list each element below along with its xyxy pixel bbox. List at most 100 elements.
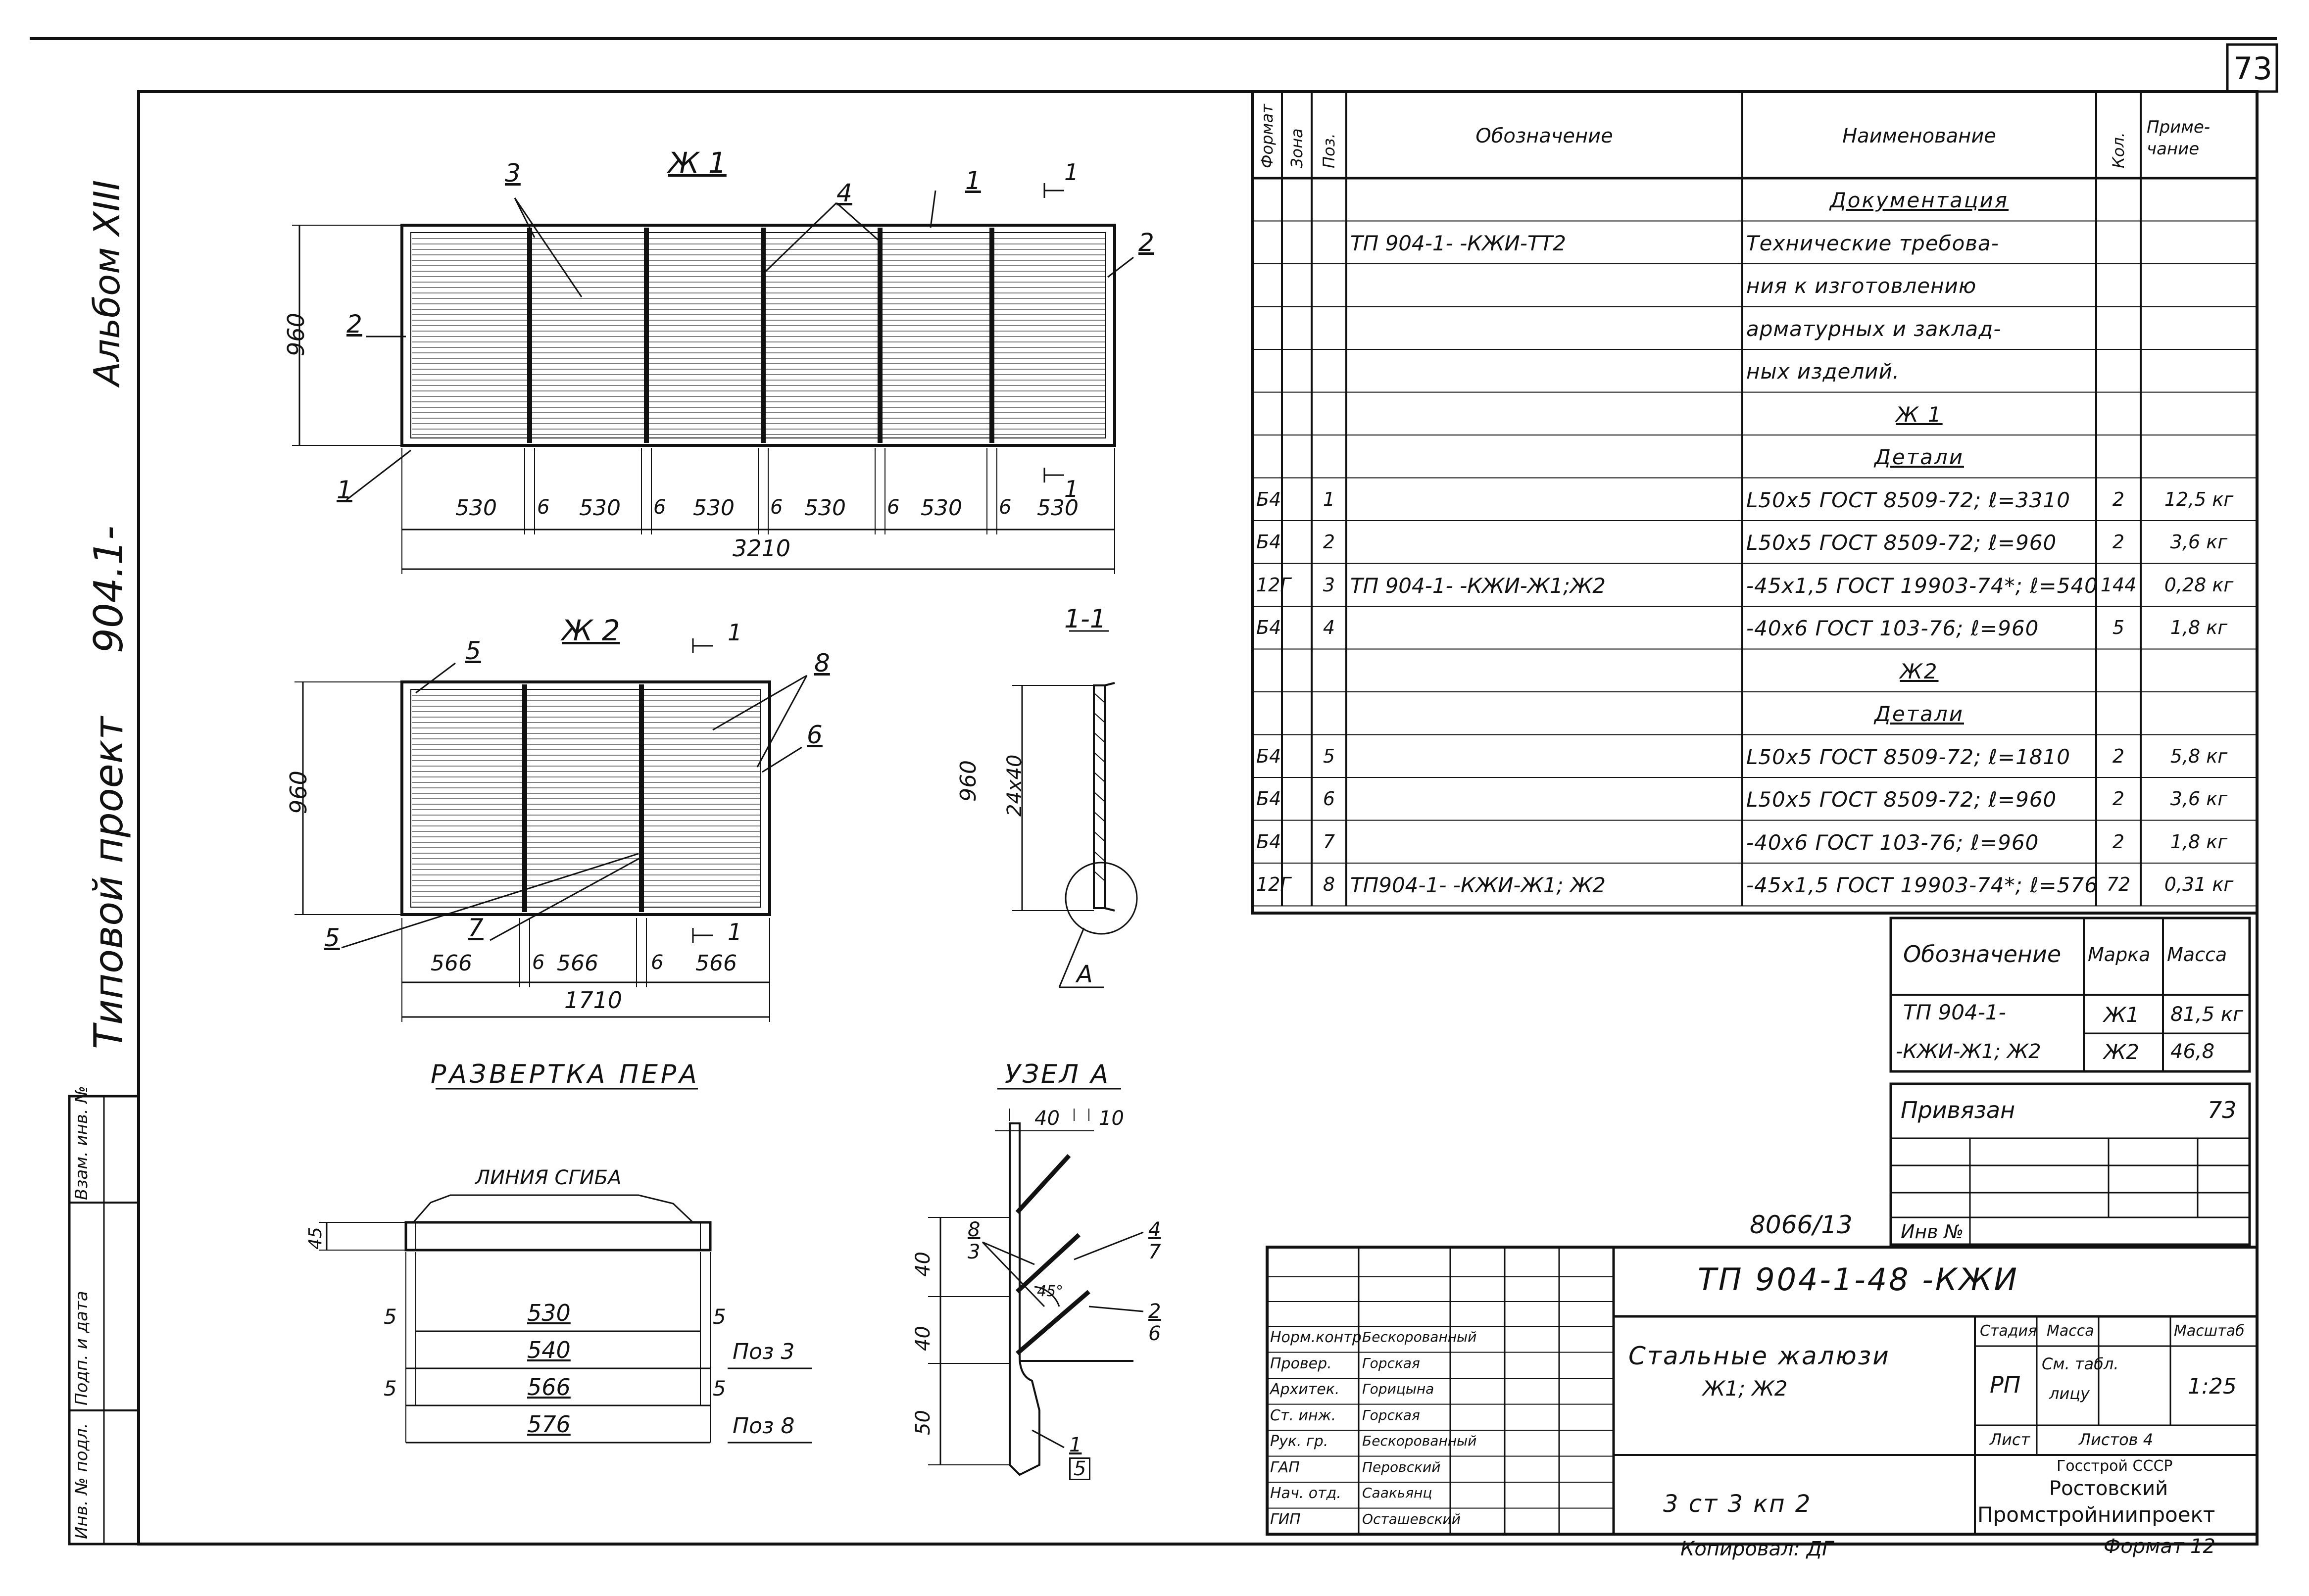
zh1-gap-4: 6: [887, 496, 900, 519]
tb-staff-name: Горская: [1362, 1406, 1420, 1423]
tb-org-line2: Ростовский: [2049, 1477, 2168, 1500]
uzel-callout-4: 4: [1148, 1218, 1161, 1241]
spec-cell-name: ния к изготовлению: [1746, 274, 1977, 298]
spec-cell-kol: 2: [2112, 830, 2125, 853]
zh1-gap-3: 6: [770, 496, 783, 519]
zh2-total: 1710: [564, 987, 623, 1014]
spec-cell-kol: 2: [2112, 531, 2125, 553]
mark-zh2-mass: 46,8: [2170, 1040, 2215, 1063]
spec-cell-name: Документация: [1829, 188, 2009, 212]
tb-staff-name: Горская: [1362, 1354, 1420, 1371]
spec-cell-pos: 4: [1323, 617, 1335, 638]
spec-cell-kol: 2: [2112, 788, 2125, 810]
zh2-title: Ж 2: [562, 614, 620, 647]
project-number-vertical: 904.1-: [86, 526, 132, 653]
tb-masshtab: 1:25: [2188, 1374, 2237, 1399]
zh1-view: [292, 183, 1134, 574]
zh1-span-6: 530: [1037, 495, 1079, 521]
mark-oboz-line2: -КЖИ-Ж1; Ж2: [1896, 1040, 2041, 1063]
spec-cell-name: -40x6 ГОСТ 103-76; ℓ=960: [1746, 616, 2039, 640]
spec-cell-pos: 8: [1323, 873, 1335, 895]
stamp-podp-data: Подп. и дата: [72, 1291, 92, 1405]
mark-zh1: Ж1: [2104, 1003, 2139, 1027]
tb-staff-name: Перовский: [1362, 1458, 1441, 1475]
tb-massa2: лицу: [2049, 1384, 2090, 1403]
zh2-span-2: 566: [557, 951, 598, 976]
spec-cell-fmt: Б4: [1256, 788, 1281, 810]
zh1-callout-2b: 2: [346, 310, 362, 339]
zh2-gap-2: 6: [651, 951, 664, 974]
zh1-callout-3: 3: [505, 159, 521, 188]
tb-staff-role: Ст. инж.: [1270, 1406, 1336, 1424]
mark-header-marka: Марка: [2088, 944, 2151, 966]
uzel-callout-7: 7: [1148, 1241, 1161, 1263]
spec-cell-prim: 12,5 кг: [2164, 488, 2234, 510]
spec-cell-prim: 0,28 кг: [2164, 574, 2234, 596]
zh1-total: 3210: [733, 535, 791, 562]
razvertka-side-1: 5: [384, 1305, 397, 1329]
uzel-callout-3: 3: [968, 1241, 981, 1263]
copied-label: Копировал: ДГ: [1680, 1538, 1833, 1560]
zh1-callout-2a: 2: [1138, 228, 1154, 257]
tb-staff-role: Архитек.: [1270, 1381, 1340, 1398]
uzel-dim-10-top: 10: [1099, 1107, 1124, 1130]
spec-cell-name: Детали: [1874, 702, 1964, 726]
spec-cell-name: L50x5 ГОСТ 8509-72; ℓ=960: [1746, 787, 2057, 812]
privyazan-inv: Инв №: [1901, 1221, 1964, 1243]
tb-staff-name: Бескорованный: [1362, 1433, 1477, 1449]
tb-listov-label: Листов 4: [2079, 1430, 2154, 1449]
spec-cell-fmt: 12Г: [1256, 574, 1291, 596]
spec-cell-name: L50x5 ГОСТ 8509-72; ℓ=960: [1746, 531, 2057, 555]
spec-cell-prim: 1,8 кг: [2170, 830, 2228, 853]
uzel-callout-1: 1: [1069, 1434, 1082, 1456]
spec-cell-name: L50x5 ГОСТ 8509-72; ℓ=3310: [1746, 487, 2070, 512]
tb-staff-role: Норм.контр.: [1270, 1329, 1367, 1346]
spec-cell-pos: 6: [1323, 788, 1335, 810]
tb-staff-role: Рук. гр.: [1270, 1433, 1328, 1450]
razvertka-side-2: 5: [713, 1305, 726, 1329]
razvertka-len-530: 530: [527, 1300, 571, 1326]
uzel-callout-8: 8: [968, 1218, 981, 1241]
zh2-height-dim: 960: [285, 771, 312, 814]
tb-list-label: Лист: [1990, 1430, 2030, 1449]
zh2-callout-5a: 5: [465, 636, 481, 665]
spec-cell-name: -45x1,5 ГОСТ 19903-74*; ℓ=540: [1746, 573, 2098, 598]
tb-staff-name: Горицына: [1362, 1381, 1434, 1397]
razvertka-bend-dim: 45: [305, 1227, 326, 1250]
tb-sheet-text: 3 ст 3 кп 2: [1663, 1490, 1812, 1518]
spec-cell-oboz: ТП 904-1- -КЖИ-Ж1;Ж2: [1350, 573, 1606, 598]
spec-cell-name: Технические требова-: [1746, 231, 1999, 255]
tb-staff-name: Осташевский: [1362, 1510, 1461, 1527]
tb-org-line3: Промстройниипроект: [1977, 1502, 2215, 1527]
privyazan-label: Привязан: [1901, 1097, 2015, 1123]
zh2-gap-1: 6: [532, 951, 545, 974]
zh1-gap-2: 6: [653, 496, 666, 519]
stamp-inv-podl: Инв. № подл.: [72, 1423, 92, 1539]
stamp-vzam-inv: Взам. инв. №: [72, 1086, 92, 1200]
album-label: Альбом XIII: [86, 180, 128, 386]
spec-header-name: Наименование: [1842, 125, 1996, 147]
razvertka-pos-8: Поз 8: [733, 1413, 795, 1439]
privyazan-number: 73: [2208, 1097, 2237, 1123]
tb-stadia: РП: [1990, 1371, 2021, 1398]
uzel-dim-40b: 40: [912, 1326, 934, 1351]
zh1-span-3: 530: [693, 495, 735, 521]
razvertka-view: [319, 1088, 812, 1444]
tb-name-line2: Ж1; Ж2: [1703, 1376, 1788, 1401]
razvertka-title: РАЗВЕРТКА ПЕРА: [431, 1060, 700, 1089]
spec-cell-name: Ж 1: [1896, 402, 1943, 427]
spec-cell-kol: 2: [2112, 745, 2125, 767]
tb-staff-role: Провер.: [1270, 1354, 1332, 1372]
uzel-view: [928, 1088, 1144, 1476]
spec-cell-oboz: ТП904-1- -КЖИ-Ж1; Ж2: [1350, 873, 1606, 897]
mark-zh2: Ж2: [2104, 1040, 2139, 1064]
mark-header-massa: Масса: [2167, 944, 2227, 966]
spec-header-format: Формат: [1258, 104, 1277, 168]
uzel-dim-50: 50: [912, 1410, 934, 1435]
section-height-dim: 960: [956, 760, 981, 802]
tb-stadia-label: Стадия: [1980, 1322, 2037, 1340]
mark-oboz-line1: ТП 904-1-: [1903, 1000, 2006, 1024]
section-mark-bottom: 1: [1064, 476, 1079, 502]
tb-org-line1: Госстрой СССР: [2057, 1457, 2173, 1475]
